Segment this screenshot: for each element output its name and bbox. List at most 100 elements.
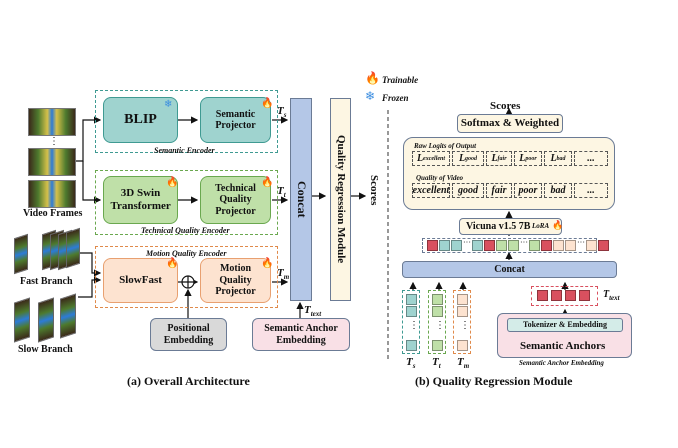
text-token-cube: [565, 290, 576, 301]
positional-embedding-box: Positional Embedding: [150, 318, 227, 351]
token-cube: [457, 294, 468, 305]
token-cube: [508, 240, 519, 251]
flame-icon: 🔥: [261, 258, 274, 269]
quality-cell: excellent: [412, 183, 450, 198]
semantic-projector-label: Semantic Projector: [215, 108, 256, 132]
token-cube: [457, 340, 468, 351]
motion-projector-label: Motion Quality Projector: [215, 263, 256, 298]
fast-branch-label: Fast Branch: [20, 276, 73, 287]
caption-a: (a) Overall Architecture: [127, 374, 250, 388]
vicuna-box: Vicuna v1.5 7B: [459, 218, 562, 235]
trainable-label: Trainable: [382, 75, 419, 85]
token-cube: [484, 240, 495, 251]
flame-icon: 🔥: [166, 258, 179, 269]
snowflake-icon: ❄: [365, 89, 376, 103]
label-tt: Tt: [432, 356, 441, 371]
concat-column: Concat: [290, 98, 312, 301]
ellipsis: ⋮: [435, 320, 445, 331]
token-cube: [451, 240, 462, 251]
technical-projector-label: Technical Quality Projector: [215, 182, 256, 217]
ellipsis: ⋮: [460, 320, 470, 331]
quality-cell: fair: [486, 183, 512, 198]
snowflake-icon: ❄: [164, 99, 173, 110]
semantic-encoder-caption: Semantic Encoder: [154, 146, 215, 155]
token-cube: [457, 306, 468, 317]
logit-cell: ...: [574, 151, 608, 166]
tokenizer-box: Tokenizer & Embedding: [507, 318, 623, 332]
token-cube: [432, 306, 443, 317]
motion-projector-box: Motion Quality Projector: [200, 258, 271, 303]
raw-logits-caption: Raw Logits of Output: [414, 142, 477, 150]
quality-cell: good: [452, 183, 484, 198]
token-column-group: [428, 290, 446, 354]
positional-embedding-label: Positional Embedding: [163, 323, 214, 346]
video-frames-label: Video Frames: [23, 208, 83, 219]
text-token-cube: [537, 290, 548, 301]
ellipsis: ⋮: [409, 320, 419, 331]
technical-encoder-group: [95, 170, 278, 235]
concat-bar: Concat: [402, 261, 617, 278]
token-cube: [427, 240, 438, 251]
token-cube: [406, 294, 417, 305]
semantic-anchor-embedding-label: Semantic Anchor Embedding: [264, 323, 338, 346]
semantic-encoder-group: [95, 90, 278, 153]
semantic-anchors-label: Semantic Anchors: [520, 340, 606, 352]
qrm-label: Quality Regression Module: [334, 135, 347, 264]
video-frame-1: [28, 108, 76, 136]
softmax-label: Softmax & Weighted: [460, 117, 560, 130]
token-column-group: [402, 290, 420, 354]
frozen-label: Frozen: [382, 93, 409, 103]
quality-cell: bad: [544, 183, 572, 198]
vicuna-label: Vicuna v1.5 7B: [466, 220, 531, 232]
flame-icon: 🔥: [552, 220, 564, 230]
text-token-group: [531, 286, 598, 306]
token-cube: [439, 240, 450, 251]
softmax-box: Softmax & Weighted: [457, 114, 563, 133]
scores-label: Scores: [490, 100, 521, 112]
text-token-cube: [551, 290, 562, 301]
caption-b: (b) Quality Regression Module: [415, 374, 573, 388]
technical-encoder-caption: Technical Quality Encoder: [141, 226, 230, 235]
token-cube: [598, 240, 609, 251]
slowfast-label: SlowFast: [119, 274, 162, 287]
concat-label: Concat: [294, 181, 309, 218]
token-cube: [472, 240, 483, 251]
quality-cell: poor: [514, 183, 542, 198]
right-token-ttext: Ttext: [603, 289, 620, 302]
flame-icon: 🔥: [365, 71, 380, 85]
semantic-projector-box: Semantic Projector: [200, 97, 271, 143]
flame-icon: 🔥: [261, 98, 274, 109]
token-cube: [432, 294, 443, 305]
video-frame-3: [28, 180, 76, 208]
flame-icon: 🔥: [166, 177, 179, 188]
blip-box: BLIP: [103, 97, 178, 143]
token-cube: [406, 306, 417, 317]
swin-box: 3D Swin Transformer: [103, 176, 178, 224]
video-frame-2: [28, 148, 76, 176]
token-cube: [553, 240, 564, 251]
tokenizer-label: Tokenizer & Embedding: [522, 320, 607, 330]
label-tm: Tm: [457, 356, 470, 371]
token-ttext: Ttext: [304, 304, 322, 319]
token-cube: [541, 240, 552, 251]
blip-label: BLIP: [124, 111, 157, 127]
motion-encoder-group: [95, 246, 278, 308]
quality-caption: Quality of Video: [416, 174, 464, 182]
token-ts: Ts: [277, 105, 287, 120]
ellipsis: ···: [577, 238, 585, 247]
token-cube: [529, 240, 540, 251]
token-tm: Tm: [277, 267, 290, 282]
flame-icon: 🔥: [261, 177, 274, 188]
token-cube: [406, 340, 417, 351]
ellipsis: ···: [463, 238, 471, 247]
concat-bar-label: Concat: [494, 263, 525, 275]
slow-branch-label: Slow Branch: [18, 344, 73, 355]
lora-label: LoRA: [532, 222, 550, 230]
token-cube: [565, 240, 576, 251]
scores-vertical-label: Scores: [368, 175, 380, 206]
